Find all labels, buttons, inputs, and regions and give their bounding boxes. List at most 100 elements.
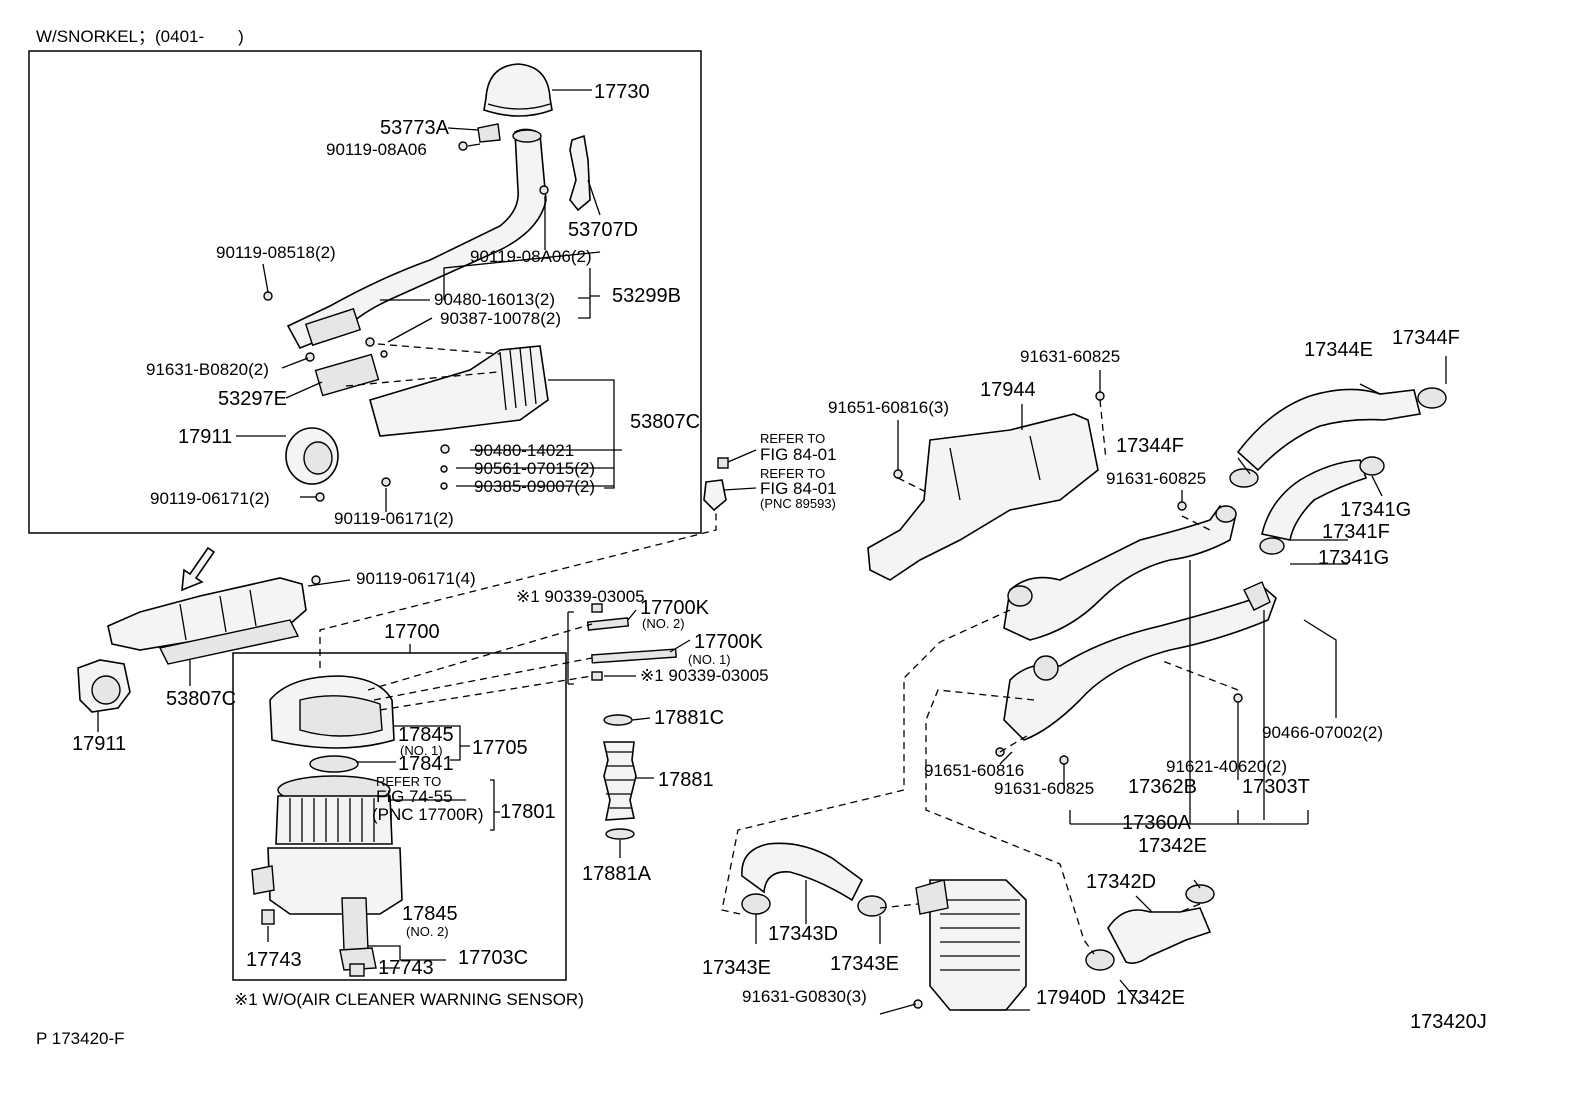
label-17881A: 17881A — [582, 863, 652, 885]
sensor-parts-ref — [703, 449, 757, 512]
label-17940D: 17940D — [1036, 987, 1106, 1009]
pipe-17362B — [1003, 504, 1237, 641]
bolt-90119-06171-4 — [311, 575, 321, 585]
label-17703C: 17703C — [458, 947, 528, 969]
dashed-connections-left — [319, 510, 717, 711]
label-90119-06171-a: 90119-06171(2) — [150, 489, 270, 508]
label-53807C: 53807C — [166, 688, 236, 710]
label-17911: 17911 — [72, 733, 126, 755]
air-cleaner-case — [251, 847, 403, 971]
intake-duct-53807C-detail — [369, 345, 549, 437]
hose-17881 — [603, 714, 654, 858]
label-90119-08A06: 90119-08A06 — [326, 140, 427, 159]
label-17881C: 17881C — [654, 707, 724, 729]
filter-element-17801 — [275, 775, 393, 845]
arrow-down-left — [181, 546, 216, 592]
clamp-17343E-a — [741, 893, 771, 915]
label-90119-06171-4: 90119-06171(4) — [356, 569, 476, 588]
label-17341G-b: 17341G — [1318, 547, 1389, 569]
refer1-line2: FIG 84-01 — [760, 445, 837, 464]
refer2-line2: FIG 84-01 — [760, 479, 837, 498]
label-17841: 17841 — [398, 753, 454, 775]
pipe-17303T — [1003, 581, 1277, 741]
label-90480-14021: 90480-14021 — [474, 441, 574, 460]
label-17362B: 17362B — [1128, 776, 1197, 798]
label-90466-07002: 90466-07002(2) — [1262, 723, 1383, 742]
label-91631-G0830: 91631-G0830(3) — [742, 987, 867, 1006]
header-text: W/SNORKEL；(0401- ) — [36, 27, 244, 46]
intake-duct-53807C — [107, 577, 307, 665]
refer2-line3: (PNC 89593) — [760, 496, 836, 511]
air-cleaner-box — [232, 652, 567, 981]
label-90561-07015: 90561-07015(2) — [474, 459, 595, 478]
refer3-line3: (PNC 17700R) — [372, 805, 484, 824]
clamp-17342E-a — [1185, 884, 1215, 904]
label-17881: 17881 — [658, 769, 714, 791]
refer1-line1: REFER TO — [760, 431, 825, 446]
label-53807C-detail: 53807C — [630, 411, 700, 433]
label-91631-60825-c: 91631-60825 — [994, 779, 1094, 798]
label-90339-03005-b: ※1 90339-03005 — [640, 666, 769, 685]
intercooler-17940D — [915, 879, 1027, 1011]
gasket-53297E — [314, 353, 380, 397]
bracket-17700K — [567, 611, 574, 685]
clip-17841 — [309, 755, 359, 773]
label-90119-06171-b: 90119-06171(2) — [334, 509, 454, 528]
valve-17743-a — [261, 909, 275, 925]
label-no1-b: (NO. 1) — [400, 743, 443, 758]
label-no2-a: (NO. 2) — [642, 616, 685, 631]
footer-right: 173420J — [1410, 1011, 1487, 1033]
label-17342D: 17342D — [1086, 871, 1156, 893]
label-17743-a: 17743 — [246, 949, 302, 971]
label-17700: 17700 — [384, 621, 440, 643]
label-91621-40620: 91621-40620(2) — [1166, 757, 1287, 776]
label-17360A: 17360A — [1122, 812, 1192, 834]
hose-17343D — [741, 842, 864, 902]
label-17343D: 17343D — [768, 923, 838, 945]
bolts-detail — [263, 141, 549, 502]
label-17342E-b: 17342E — [1116, 987, 1185, 1009]
snorkel-tube-53299B — [286, 128, 547, 350]
elbow-17911 — [77, 659, 131, 713]
label-53297E: 53297E — [218, 388, 287, 410]
air-cleaner-cap-17705 — [269, 675, 395, 749]
label-90119-08518: 90119-08518(2) — [216, 243, 336, 262]
refer2-line1: REFER TO — [760, 466, 825, 481]
label-90385-09007: 90385-09007(2) — [474, 477, 595, 496]
label-17343E-b: 17343E — [830, 953, 899, 975]
label-no2-b: (NO. 2) — [406, 924, 449, 939]
label-17344F-b: 17344F — [1116, 435, 1184, 457]
label-90387-10078: 90387-10078(2) — [440, 309, 561, 328]
snorkel-cap-17730 — [483, 63, 553, 117]
clip-53773A — [477, 123, 501, 143]
label-17700K-1: 17700K — [694, 631, 764, 653]
label-17743-b: 17743 — [378, 957, 434, 979]
label-17700K-2: 17700K — [640, 597, 710, 619]
clamp-17341G-b — [1259, 537, 1285, 555]
label-17344F-a: 17344F — [1392, 327, 1460, 349]
label-90339-03005-a: ※1 90339-03005 — [516, 587, 645, 606]
label-53299B: 53299B — [612, 285, 681, 307]
hose-17342D — [1107, 907, 1212, 964]
label-91651-60816: 91651-60816 — [924, 761, 1024, 780]
label-17730: 17730 — [594, 81, 650, 103]
label-17705: 17705 — [472, 737, 528, 759]
clamp-17341G-a — [1359, 456, 1385, 476]
label-91651-60816-3: 91651-60816(3) — [828, 398, 949, 417]
heat-shield-17944 — [867, 413, 1099, 581]
hose-17341F — [1261, 459, 1368, 541]
leader-lines-detail — [236, 89, 622, 512]
clamp-17343E-b — [857, 895, 887, 917]
hose-17344E — [1236, 388, 1421, 472]
label-17845-a: 17845 — [398, 724, 454, 746]
footnote: ※1 W/O(AIR CLEANER WARNING SENSOR) — [234, 990, 584, 1009]
label-17341F: 17341F — [1322, 521, 1390, 543]
label-90119-08A06-2: 90119-08A06(2) — [470, 247, 592, 266]
label-no1-a: (NO. 1) — [688, 652, 731, 667]
label-53773A: 53773A — [380, 117, 450, 139]
label-17801: 17801 — [500, 801, 556, 823]
label-17344E: 17344E — [1304, 339, 1373, 361]
label-91631-B0820: 91631-B0820(2) — [146, 360, 269, 379]
clamp-17344F-b — [1229, 468, 1259, 488]
